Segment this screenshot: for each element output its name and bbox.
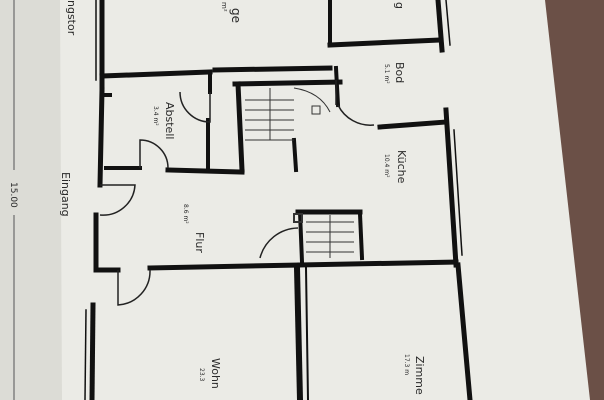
top-left-room-area: m²	[220, 2, 228, 12]
top-left-room-label: ge	[229, 8, 243, 23]
door-swings	[99, 80, 375, 306]
paper-sheet	[0, 0, 590, 400]
abstell-area: 3.4 m²	[152, 106, 159, 126]
paper-margin	[0, 0, 62, 400]
kueche-label: Küche	[395, 150, 408, 184]
dimension-label: 15.00	[8, 182, 18, 208]
eingang-label: Eingang	[59, 172, 72, 217]
bod-label: Bod	[393, 62, 406, 83]
room-labels: ge m² g Bod 5.1 m² Abstell 3.4 m² Küche …	[8, 0, 426, 395]
walls	[84, 0, 473, 400]
wohn-area: 23.3	[198, 368, 205, 382]
staircase	[245, 87, 354, 258]
zimmer-label: Zimme	[413, 356, 426, 395]
eingang-top-label: ngstor	[65, 0, 78, 36]
wohn-label: Wohn	[209, 358, 222, 389]
flur-area: 8.6 m²	[182, 204, 189, 224]
abstell-label: Abstell	[163, 102, 176, 139]
zimmer-area: 17.3 m	[403, 354, 410, 375]
kueche-area: 10.4 m²	[383, 154, 390, 178]
bod-area: 5.1 m²	[383, 64, 390, 84]
top-right-room-label: g	[393, 2, 406, 9]
flur-label: Flur	[193, 232, 206, 253]
